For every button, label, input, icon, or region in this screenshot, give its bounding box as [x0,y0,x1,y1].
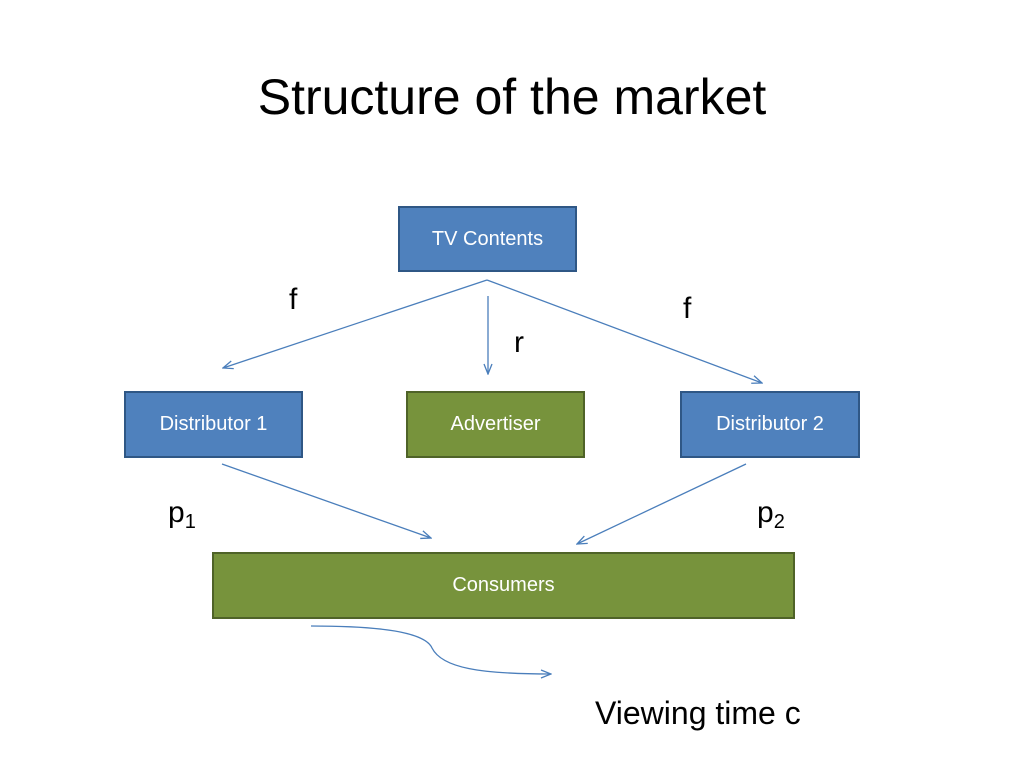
distributor-2-label: Distributor 2 [716,413,824,435]
arrow-consumers-to-viewing-time [310,625,551,674]
arrow-distributor-2-to-consumers [577,463,747,544]
label-p1-subscript: 1 [184,511,196,533]
label-p2-base: p [757,496,774,529]
label-f-left: f [289,283,298,316]
tv-contents-node: TV Contents [398,206,577,272]
label-viewing-time: Viewing time c [595,695,801,731]
distributor-1-label: Distributor 1 [159,413,268,435]
arrow-distributor-1-to-consumers [221,463,431,538]
consumers-label: Consumers [452,574,555,596]
label-r: r [514,326,524,359]
tv-contents-label: TV Contents [431,227,544,250]
distributor-2-node: Distributor 2 [680,391,860,458]
label-p2: p2 [757,496,785,533]
label-p1: p1 [168,496,196,533]
consumers-node: Consumers [212,552,795,619]
label-p1-base: p [168,496,185,529]
label-f-right: f [683,292,692,325]
distributor-1-node: Distributor 1 [124,391,303,458]
advertiser-node: Advertiser [406,391,585,458]
advertiser-label: Advertiser [450,413,541,435]
arrow-tv-to-distributor-1 [223,279,488,368]
label-p2-subscript: 2 [773,511,785,533]
slide-title: Structure of the market [257,69,767,125]
arrow-tv-to-distributor-2 [486,279,762,383]
